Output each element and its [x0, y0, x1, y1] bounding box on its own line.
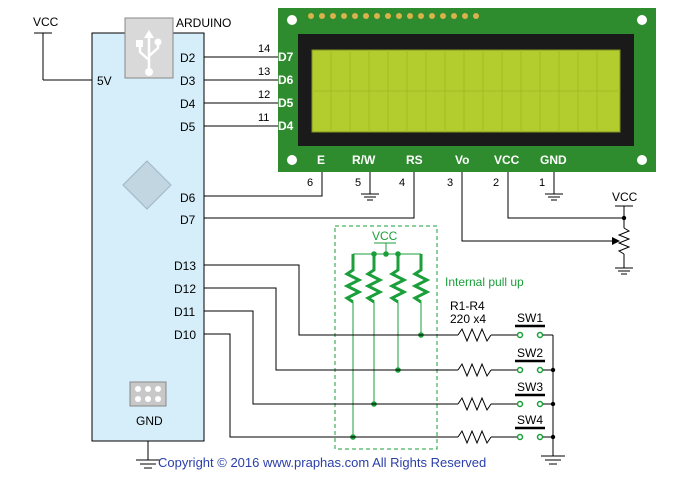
- pin-d7-label: D7: [180, 213, 196, 227]
- push-switches: SW1 SW2 SW3 SW4: [515, 311, 565, 465]
- pin-d10-label: D10: [174, 328, 196, 342]
- lcd-data-wires: 14 13 12 11: [204, 43, 278, 127]
- pin-d5-label: D5: [180, 120, 196, 134]
- pin-number-11: 11: [258, 112, 269, 124]
- gnd-label: GND: [136, 414, 163, 428]
- sw3-label: SW3: [517, 380, 543, 394]
- arduino-label: ARDUINO: [176, 16, 231, 30]
- switch-sw1: SW1: [515, 311, 545, 339]
- sw2-label: SW2: [517, 346, 543, 360]
- pin-d3-label: D3: [180, 74, 196, 88]
- pin-number-1: 1: [539, 177, 545, 189]
- pin-number-13: 13: [258, 66, 270, 78]
- lcd-pin-rw-label: R/W: [352, 153, 376, 167]
- pin-number-3: 3: [447, 177, 453, 189]
- lcd-pin-d4-label: D4: [278, 119, 294, 133]
- pin-d13-label: D13: [174, 259, 196, 273]
- lcd-pin-d5-label: D5: [278, 96, 294, 110]
- lcd-pin-d7-label: D7: [278, 50, 294, 64]
- pin-number-2: 2: [493, 177, 499, 189]
- lcd-pin-vo-label: Vo: [455, 153, 469, 167]
- vcc-left-label: VCC: [33, 15, 59, 29]
- vcc-pot-label: VCC: [612, 190, 638, 204]
- arduino-ground-icon: [136, 441, 160, 469]
- pullup-resistors: [343, 254, 431, 304]
- lcd-module: D7 D6 D5 D4 E R/W RS Vo VCC GND: [278, 8, 656, 172]
- series-resistors: R1-R4 220 x4: [450, 299, 517, 445]
- vcc-5v-supply: VCC: [33, 15, 92, 81]
- pin-d4-label: D4: [180, 97, 196, 111]
- resistor-name-label: R1-R4: [450, 299, 485, 313]
- pin-number-5: 5: [355, 177, 361, 189]
- lcd-pin-rs-label: RS: [406, 153, 423, 167]
- switch-sw3: SW3: [515, 380, 545, 408]
- pin-number-6: 6: [307, 177, 313, 189]
- sw1-label: SW1: [517, 311, 543, 325]
- icsp-header-icon: [129, 381, 167, 407]
- pin-d11-label: D11: [174, 305, 195, 319]
- pin-d6-label: D6: [180, 191, 196, 205]
- switch-sw4: SW4: [515, 413, 545, 441]
- pin-number-4: 4: [399, 177, 405, 189]
- lcd-pin-d6-label: D6: [278, 73, 294, 87]
- lcd-control-wires: 6 5 4 3 2 1: [204, 172, 624, 242]
- chip-diamond-icon: [122, 160, 172, 210]
- switch-input-wires: [204, 264, 458, 438]
- internal-pull-up-label: Internal pull up: [445, 275, 524, 289]
- pin-d2-label: D2: [180, 51, 196, 65]
- arduino-board: ARDUINO 5V GND D2 D3 D4 D5 D6 D7 D13 D12…: [91, 16, 231, 442]
- vcc-pullup-label: VCC: [372, 229, 398, 243]
- switch-ground-icon: [541, 455, 565, 465]
- contrast-potentiometer: VCC: [612, 190, 638, 275]
- pin-5v-label: 5V: [97, 74, 112, 88]
- pin-d12-label: D12: [174, 282, 196, 296]
- lcd-mount-holes: [287, 15, 647, 165]
- pin-number-14: 14: [258, 43, 270, 55]
- lcd-pin-e-label: E: [317, 153, 325, 167]
- internal-pullup-block: VCC Internal pull up: [334, 225, 524, 450]
- lcd-pin-vcc-label: VCC: [494, 153, 520, 167]
- lcd-pin-gnd-label: GND: [540, 153, 567, 167]
- copyright-text: Copyright © 2016 www.praphas.com All Rig…: [158, 455, 486, 470]
- sw4-label: SW4: [517, 413, 543, 427]
- resistor-value-label: 220 x4: [450, 312, 486, 326]
- switch-sw2: SW2: [515, 346, 545, 374]
- lcd-header-pins: [308, 13, 479, 19]
- pin-number-12: 12: [258, 89, 270, 101]
